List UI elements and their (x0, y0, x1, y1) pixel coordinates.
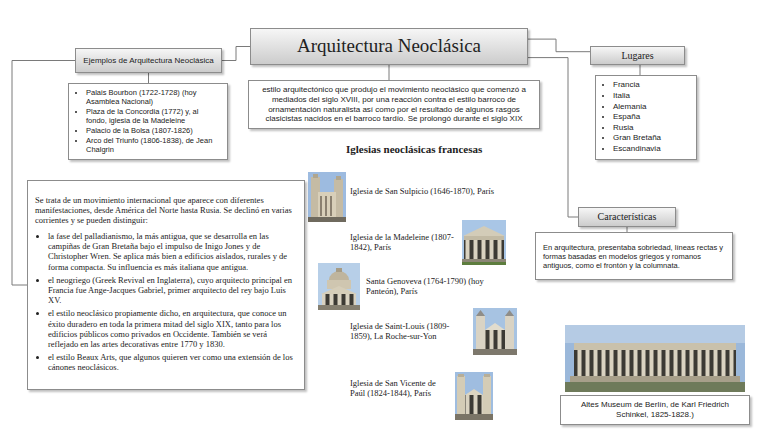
bullet-item: Plaza de la Concordia (1772) y, al fondo… (86, 107, 221, 125)
node-text: Arquitectura Neoclásica (259, 35, 519, 58)
photo-caption: Iglesia de Saint-Louis (1809-1859), La R… (350, 321, 470, 341)
bullet-item: Arco del Triunfo (1806-1838), de Jean Ch… (86, 136, 221, 154)
list-box: Palais Bourbon (1722-1728) (hoy Asamblea… (68, 83, 228, 160)
bullet-item: Francia (613, 80, 690, 90)
connector-line (148, 73, 149, 83)
bullet-list: FranciaItaliaAlemaniaEspañaRusiaGran Bre… (600, 80, 690, 154)
intro-text: Se trata de un movimiento internacional … (35, 195, 297, 226)
connector-line (389, 65, 390, 80)
church-photo (455, 372, 493, 420)
bullet-item: el estilo Beaux Arts, que algunos quiere… (48, 352, 297, 372)
bullet-list: la fase del palladianismo, la más antigu… (35, 231, 297, 375)
bullet-item: el estilo neoclásico propiamente dicho, … (48, 308, 297, 349)
caption-box: Altes Museum de Berlín, de Karl Friedric… (560, 395, 750, 425)
heading-box: Características (578, 207, 676, 227)
bullet-item: España (613, 112, 690, 122)
heading-box: Ejemplos de Arquitectura Neoclásica (75, 48, 222, 73)
bullet-item: Rusia (613, 123, 690, 133)
photo-caption: Santa Genoveva (1764-1790) (hoy Panteón)… (366, 276, 501, 296)
bullet-item: Escandinavia (613, 144, 690, 154)
title-box: Arquitectura Neoclásica (250, 28, 528, 65)
section-heading: Iglesias neoclásicas francesas (346, 143, 506, 156)
church-photo (308, 172, 346, 222)
bullet-item: Gran Bretaña (613, 133, 690, 143)
list-box: FranciaItaliaAlemaniaEspañaRusiaGran Bre… (595, 75, 697, 160)
bullet-item: el neogriego (Greek Revival en Inglaterr… (48, 275, 297, 306)
photo-caption: Iglesia de la Madeleine (1807-1842), Par… (350, 232, 458, 252)
bullet-item: Alemania (613, 102, 690, 112)
photo-caption: Iglesia de San Vicente de Paúl (1824-184… (350, 378, 452, 398)
description-box: estilo arquitectónico que produjo el mov… (248, 80, 540, 129)
description-box: En arquitectura, presentaba sobriedad, l… (535, 232, 733, 280)
bullet-item: Italia (613, 91, 690, 101)
node-text: En arquitectura, presentaba sobriedad, l… (543, 243, 725, 270)
church-photo (318, 263, 360, 310)
node-text: Altes Museum de Berlín, de Karl Friedric… (567, 400, 743, 419)
bullet-item: Palais Bourbon (1722-1728) (hoy Asamblea… (86, 88, 221, 106)
node-text: estilo arquitectónico que produjo el mov… (257, 85, 531, 123)
photo-caption: Iglesia de San Sulpicio (1646-1870), Par… (350, 186, 495, 196)
connector-line (528, 39, 590, 52)
node-text: Lugares (595, 50, 680, 62)
connector-line (640, 65, 641, 75)
text-box: Se trata de un movimiento internacional … (27, 180, 305, 390)
church-photo (462, 220, 506, 265)
church-photo (473, 308, 517, 355)
node-text: Características (583, 211, 671, 223)
bullet-item: la fase del palladianismo, la más antigu… (48, 231, 297, 272)
bullet-list: Palais Bourbon (1722-1728) (hoy Asamblea… (73, 88, 221, 155)
museum-photo (565, 325, 745, 392)
heading-box: Lugares (590, 46, 685, 65)
connector-line (222, 47, 250, 61)
bullet-item: Palacio de la Bolsa (1807-1826) (86, 126, 221, 135)
node-text: Ejemplos de Arquitectura Neoclásica (82, 56, 215, 66)
